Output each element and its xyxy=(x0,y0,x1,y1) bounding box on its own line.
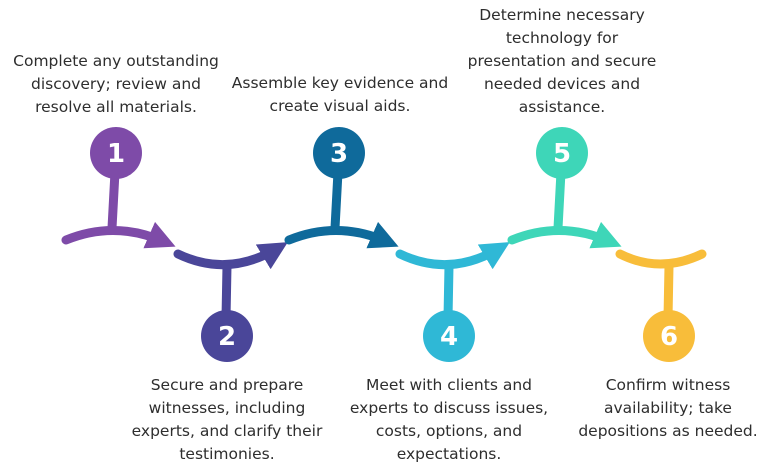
step-2-number: 2 xyxy=(218,322,236,352)
step-2-circle xyxy=(201,310,253,362)
step-6-line: Confirm witness xyxy=(605,376,731,394)
step-1-line: discovery; review and xyxy=(31,75,201,93)
step-3-line: create visual aids. xyxy=(269,97,411,115)
step-2-line: witnesses, including xyxy=(148,399,306,417)
step-6-number: 6 xyxy=(660,322,678,352)
step-3-circle xyxy=(313,127,365,179)
step-1-line: Complete any outstanding xyxy=(13,52,219,70)
step-5-line: technology for xyxy=(505,29,619,47)
step-4-line: expectations. xyxy=(396,445,502,463)
step-6-circle xyxy=(643,310,695,362)
step-1-circle xyxy=(90,127,142,179)
step-3-connector: 3 xyxy=(284,127,399,249)
step-3-label: Assemble key evidence and create visual … xyxy=(222,72,458,118)
step-5-circle xyxy=(536,127,588,179)
step-5-line: needed devices and xyxy=(483,75,641,93)
step-6-line: availability; take xyxy=(604,399,732,417)
step-3-number: 3 xyxy=(330,139,348,169)
step-2-label: Secure and prepare witnesses, including … xyxy=(112,374,342,466)
step-5-line: Determine necessary xyxy=(479,6,645,24)
step-4-number: 4 xyxy=(440,322,458,352)
step-3-line: Assemble key evidence and xyxy=(231,74,449,92)
step-5-connector: 5 xyxy=(507,127,622,249)
step-6-label: Confirm witness availability; take depos… xyxy=(570,374,766,443)
step-5-label: Determine necessary technology for prese… xyxy=(450,4,674,119)
step-1-line: resolve all materials. xyxy=(35,98,197,116)
step-6-line: depositions as needed. xyxy=(578,422,758,440)
step-4-label: Meet with clients and experts to discuss… xyxy=(334,374,564,466)
step-2-line: experts, and clarify their xyxy=(131,422,323,440)
step-4-connector: 4 xyxy=(395,242,510,362)
step-1-number: 1 xyxy=(107,139,125,169)
step-1-label: Complete any outstanding discovery; revi… xyxy=(4,50,228,119)
step-5-number: 5 xyxy=(553,139,571,169)
step-4-line: costs, options, and xyxy=(375,422,523,440)
step-1-connector: 1 xyxy=(61,127,176,249)
step-4-line: experts to discuss issues, xyxy=(349,399,549,417)
step-2-line: Secure and prepare xyxy=(150,376,304,394)
step-2-line: testimonies. xyxy=(179,445,275,463)
step-5-line: assistance. xyxy=(518,98,606,116)
step-4-circle xyxy=(423,310,475,362)
step-6-connector: 6 xyxy=(615,249,707,362)
step-2-connector: 2 xyxy=(173,242,288,362)
step-4-line: Meet with clients and xyxy=(366,376,532,394)
step-5-line: presentation and secure xyxy=(467,52,657,70)
